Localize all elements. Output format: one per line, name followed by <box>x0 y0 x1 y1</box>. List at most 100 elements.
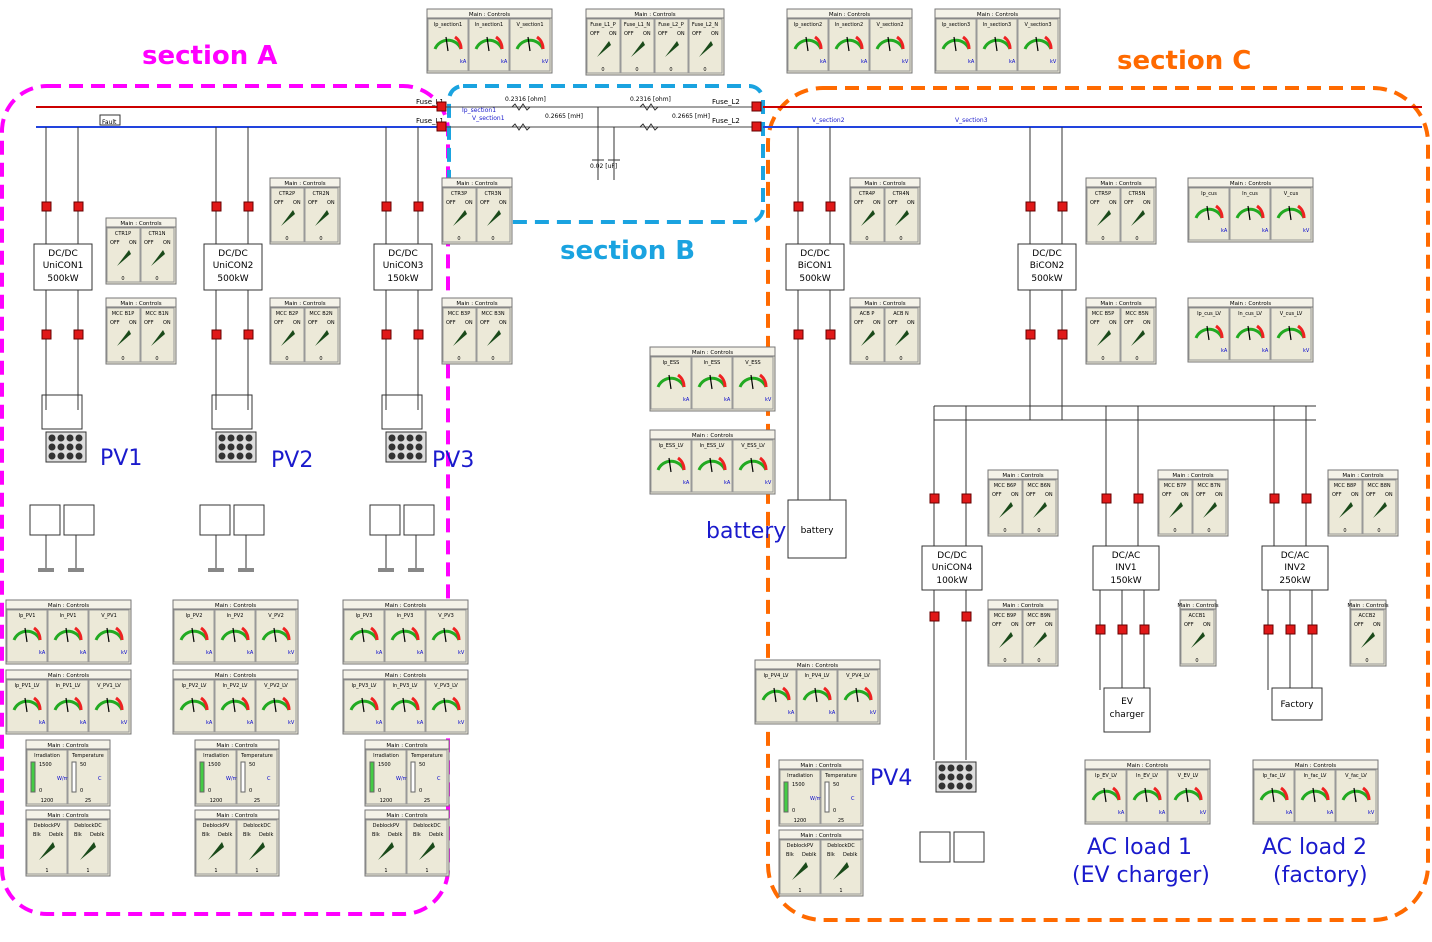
slider-track[interactable] <box>410 761 416 793</box>
breaker-switch[interactable] <box>1101 493 1112 504</box>
fuse-l2-n[interactable] <box>751 121 762 132</box>
breaker-switch[interactable] <box>793 201 804 212</box>
breaker-switch[interactable] <box>961 493 972 504</box>
toggle-switch[interactable] <box>315 210 329 226</box>
slider-track[interactable] <box>71 761 77 793</box>
breaker-switch[interactable] <box>929 493 940 504</box>
ac-breaker[interactable] <box>1117 624 1128 635</box>
breaker-switch[interactable] <box>961 611 972 622</box>
toggle-switch[interactable] <box>665 41 679 57</box>
fault-switch[interactable] <box>99 114 121 126</box>
slider-track[interactable] <box>199 761 205 793</box>
breaker-switch[interactable] <box>1269 493 1280 504</box>
toggle-switch[interactable] <box>117 250 131 266</box>
breaker-switch[interactable] <box>1133 493 1144 504</box>
slider-track[interactable] <box>369 761 375 793</box>
slider-track[interactable] <box>783 781 789 813</box>
breaker-switch[interactable] <box>413 329 424 340</box>
ac-breaker[interactable] <box>1285 624 1296 635</box>
toggle-switch[interactable] <box>281 330 295 346</box>
slider-track[interactable] <box>30 761 36 793</box>
breaker-switch[interactable] <box>243 329 254 340</box>
toggle-switch[interactable] <box>151 250 165 266</box>
toggle-switch[interactable] <box>487 330 501 346</box>
pv3-label: PV3 <box>432 448 474 473</box>
breaker-switch[interactable] <box>211 329 222 340</box>
breaker-switch[interactable] <box>73 329 84 340</box>
dial-knob[interactable] <box>80 842 96 860</box>
toggle-switch[interactable] <box>281 210 295 226</box>
fuse-l1-bot-label: Fuse_L1 <box>416 117 444 125</box>
toggle-switch[interactable] <box>117 330 131 346</box>
gauge-arc <box>53 699 83 711</box>
toggle-switch[interactable] <box>487 210 501 226</box>
panel-header: Main : Controls <box>1002 603 1043 609</box>
slider-track[interactable] <box>240 761 246 793</box>
dial-knob[interactable] <box>419 842 435 860</box>
breaker-switch[interactable] <box>41 329 52 340</box>
toggle-switch[interactable] <box>895 210 909 226</box>
toggle-switch[interactable] <box>1361 632 1375 648</box>
breaker-switch[interactable] <box>381 329 392 340</box>
toggle-switch[interactable] <box>1097 210 1111 226</box>
toggle-switch[interactable] <box>1033 632 1047 648</box>
breaker-switch[interactable] <box>381 201 392 212</box>
ac-breaker[interactable] <box>1307 624 1318 635</box>
breaker-switch[interactable] <box>825 329 836 340</box>
breaker-switch[interactable] <box>1057 201 1068 212</box>
breaker-switch[interactable] <box>825 201 836 212</box>
toggle-switch[interactable] <box>1131 330 1145 346</box>
slider-label: Temperature <box>824 773 857 779</box>
toggle-switch[interactable] <box>1131 210 1145 226</box>
breaker-switch[interactable] <box>413 201 424 212</box>
toggle-switch[interactable] <box>1097 330 1111 346</box>
toggle-switch[interactable] <box>597 41 611 57</box>
ac-breaker[interactable] <box>1095 624 1106 635</box>
breaker-switch[interactable] <box>1057 329 1068 340</box>
toggle-switch[interactable] <box>315 330 329 346</box>
toggle-switch[interactable] <box>999 502 1013 518</box>
breaker-switch[interactable] <box>1301 493 1312 504</box>
panel-header: Main : Controls <box>216 743 257 749</box>
toggle-switch[interactable] <box>1191 632 1205 648</box>
ac-breaker[interactable] <box>1139 624 1150 635</box>
slider-track[interactable] <box>824 781 830 813</box>
toggle-switch[interactable] <box>1169 502 1183 518</box>
breaker-switch[interactable] <box>211 201 222 212</box>
fuse-l1-p[interactable] <box>436 101 447 112</box>
toggle-switch[interactable] <box>861 330 875 346</box>
breaker-switch[interactable] <box>1025 329 1036 340</box>
breaker-switch[interactable] <box>1025 201 1036 212</box>
toggle-switch[interactable] <box>151 330 165 346</box>
on-label: ON <box>873 320 881 326</box>
breaker-switch[interactable] <box>73 201 84 212</box>
fuse-l1-n[interactable] <box>436 121 447 132</box>
dial-knob[interactable] <box>208 842 224 860</box>
toggle-switch[interactable] <box>861 210 875 226</box>
toggle-switch[interactable] <box>699 41 713 57</box>
breaker-switch[interactable] <box>929 611 940 622</box>
fuse-l2-p[interactable] <box>751 101 762 112</box>
dial-knob[interactable] <box>39 842 55 860</box>
toggle-switch[interactable] <box>1203 502 1217 518</box>
dial-knob[interactable] <box>249 842 265 860</box>
r1-label-b: 0.2316 [ohm] <box>630 96 671 103</box>
toggle-switch[interactable] <box>453 330 467 346</box>
meter-unit: kV <box>288 650 295 656</box>
panel-header: Main : Controls <box>1177 603 1218 609</box>
dial-knob[interactable] <box>792 862 808 880</box>
breaker-switch[interactable] <box>793 329 804 340</box>
toggle-switch[interactable] <box>1339 502 1353 518</box>
ac-breaker[interactable] <box>1263 624 1274 635</box>
toggle-switch[interactable] <box>999 632 1013 648</box>
dial-knob[interactable] <box>378 842 394 860</box>
toggle-switch[interactable] <box>1033 502 1047 518</box>
dial-knob[interactable] <box>833 862 849 880</box>
breaker-switch[interactable] <box>243 201 254 212</box>
breaker-switch[interactable] <box>41 201 52 212</box>
toggle-switch[interactable] <box>895 330 909 346</box>
toggle-switch[interactable] <box>453 210 467 226</box>
toggle-switch[interactable] <box>631 41 645 57</box>
toggle-switch[interactable] <box>1373 502 1387 518</box>
